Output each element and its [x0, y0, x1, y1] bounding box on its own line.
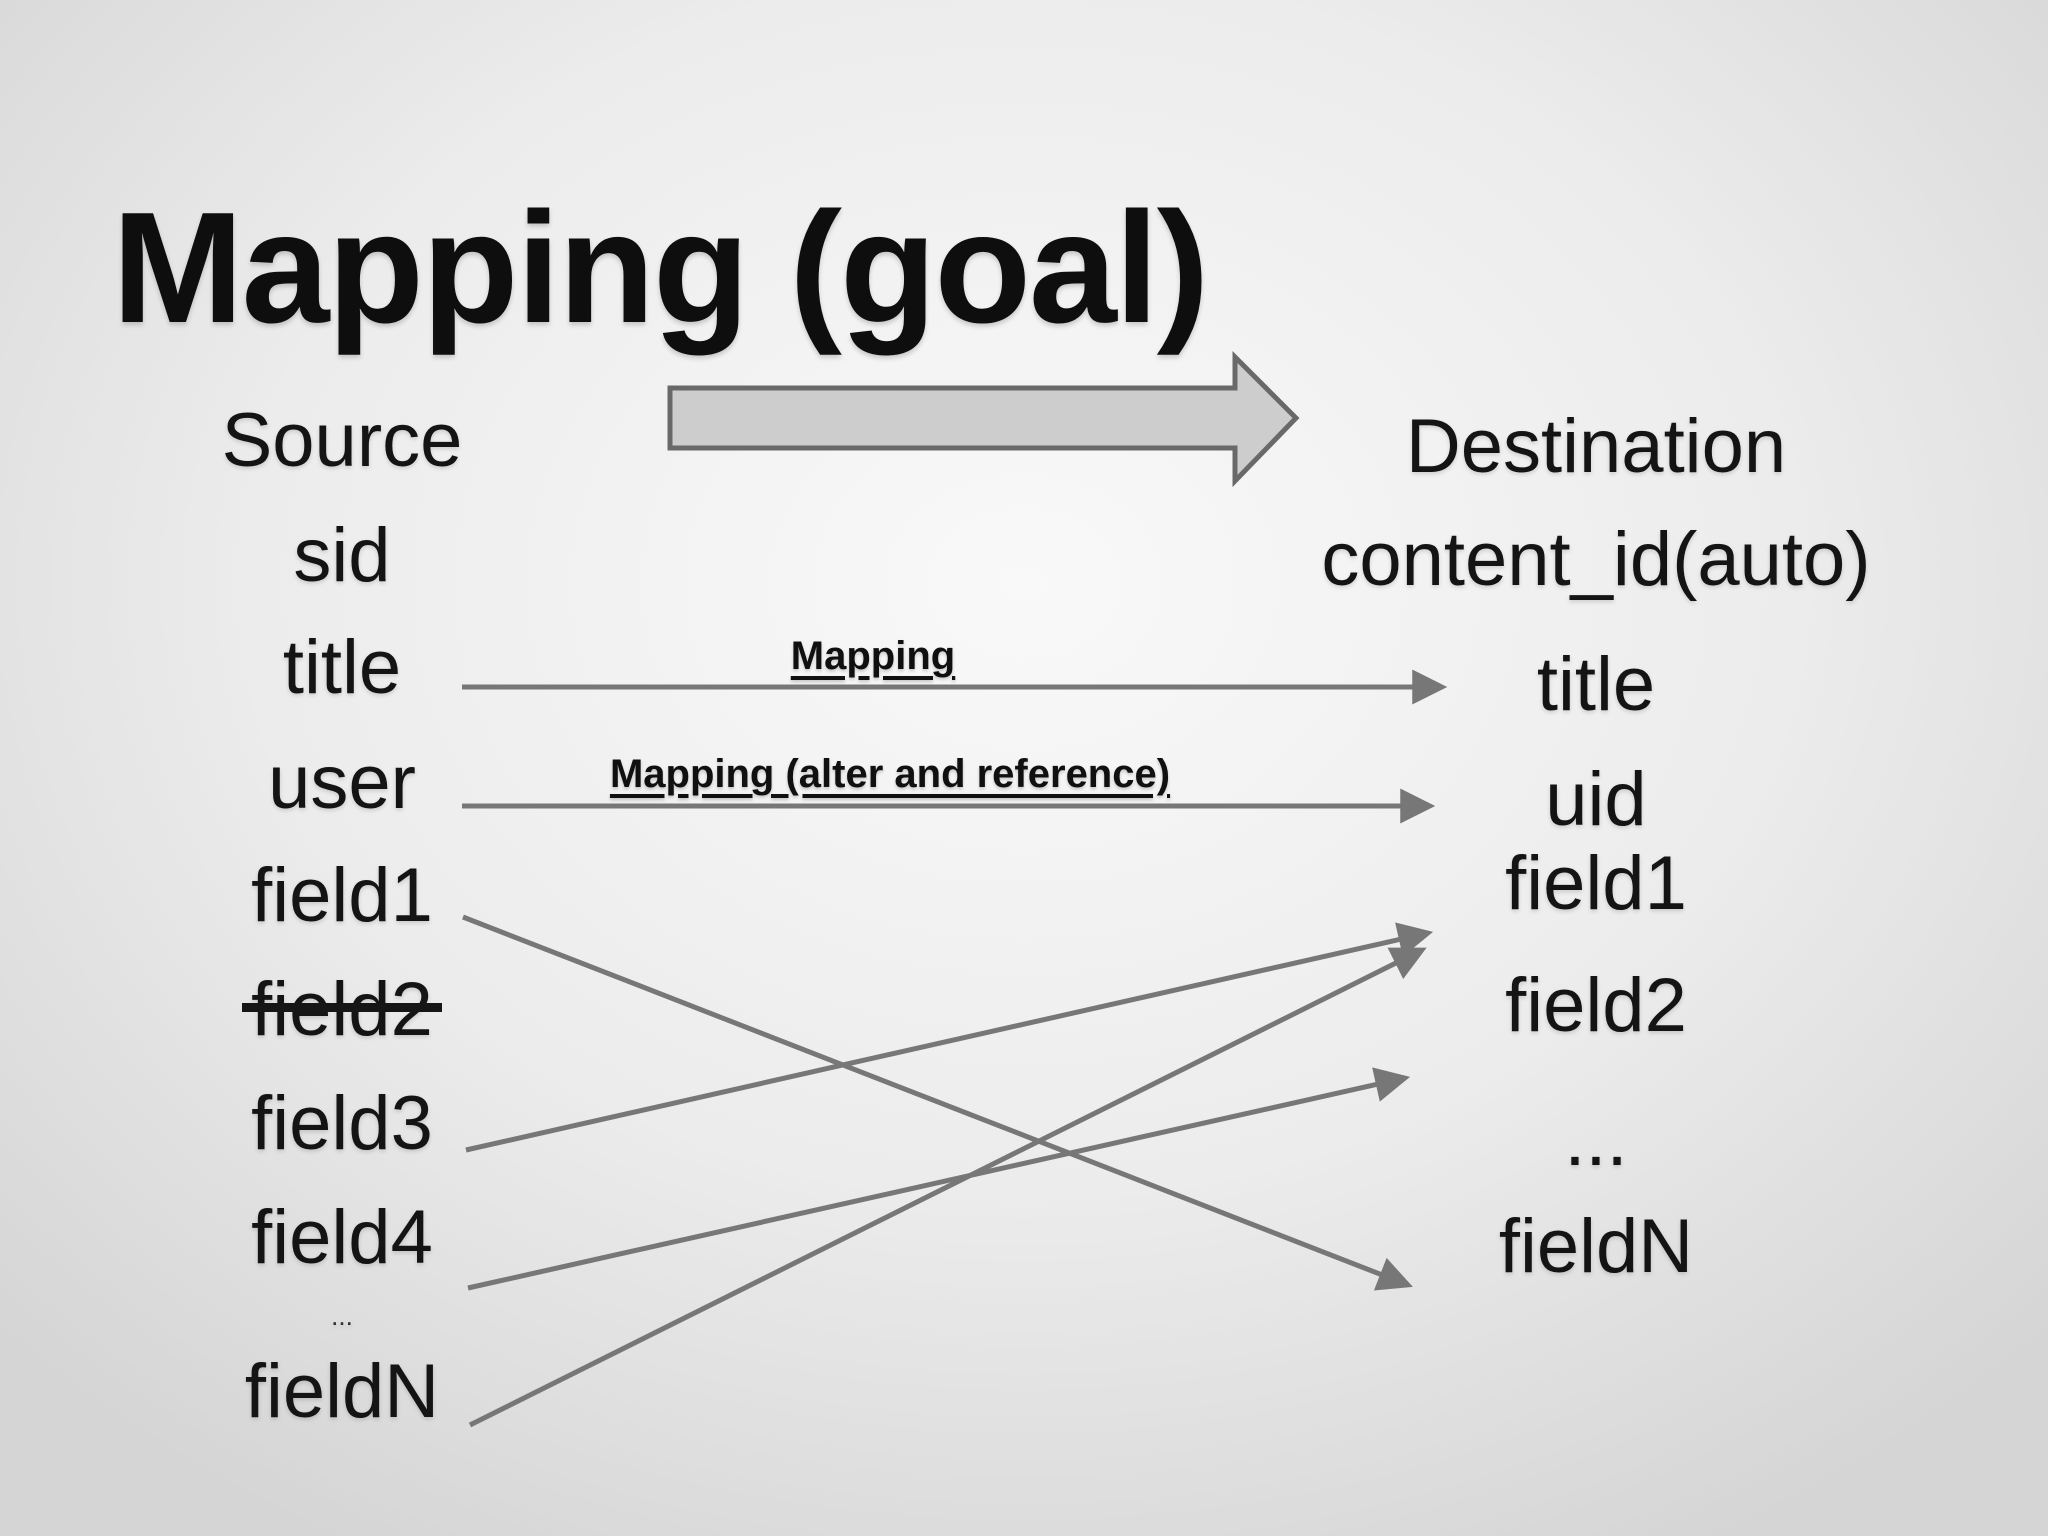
destination-header: Destination [1405, 404, 1787, 489]
destination-field-uid: uid [1545, 757, 1647, 842]
source-field-field2-removed: field2 [0, 953, 692, 1067]
mapping-line-field1 [462, 914, 1413, 1291]
destination-ellipsis: ... [1564, 1097, 1628, 1182]
source-ellipsis: ... [331, 1301, 353, 1331]
mapping-alter-arrow-label: Mapping (alter and reference) [609, 752, 1171, 796]
mapping-line-field3 [465, 922, 1434, 1153]
destination-field-contentid: content_id(auto) [1321, 517, 1871, 602]
source-header: Source [221, 398, 463, 483]
mapping-line-fieldN [468, 947, 1427, 1428]
flow-block-arrow [667, 350, 1300, 488]
source-field-fieldN: fieldN [244, 1349, 440, 1434]
slide-title: Mapping (goal) [112, 180, 1209, 356]
destination-field-title: title [1536, 642, 1656, 727]
destination-field-field2: field2 [1505, 963, 1687, 1048]
destination-field-field1: field1 [1505, 841, 1687, 926]
mapping-line-field4 [467, 1067, 1411, 1291]
source-field-field4: field4 [251, 1195, 433, 1280]
source-field-sid: sid [293, 513, 391, 598]
source-field-field1: field1 [251, 853, 433, 938]
mapping-arrow-label: Mapping [790, 634, 956, 678]
destination-field-fieldN: fieldN [1498, 1204, 1694, 1289]
source-field-user: user [268, 740, 416, 825]
source-field-title: title [282, 625, 402, 710]
source-field-field3: field3 [251, 1081, 433, 1166]
